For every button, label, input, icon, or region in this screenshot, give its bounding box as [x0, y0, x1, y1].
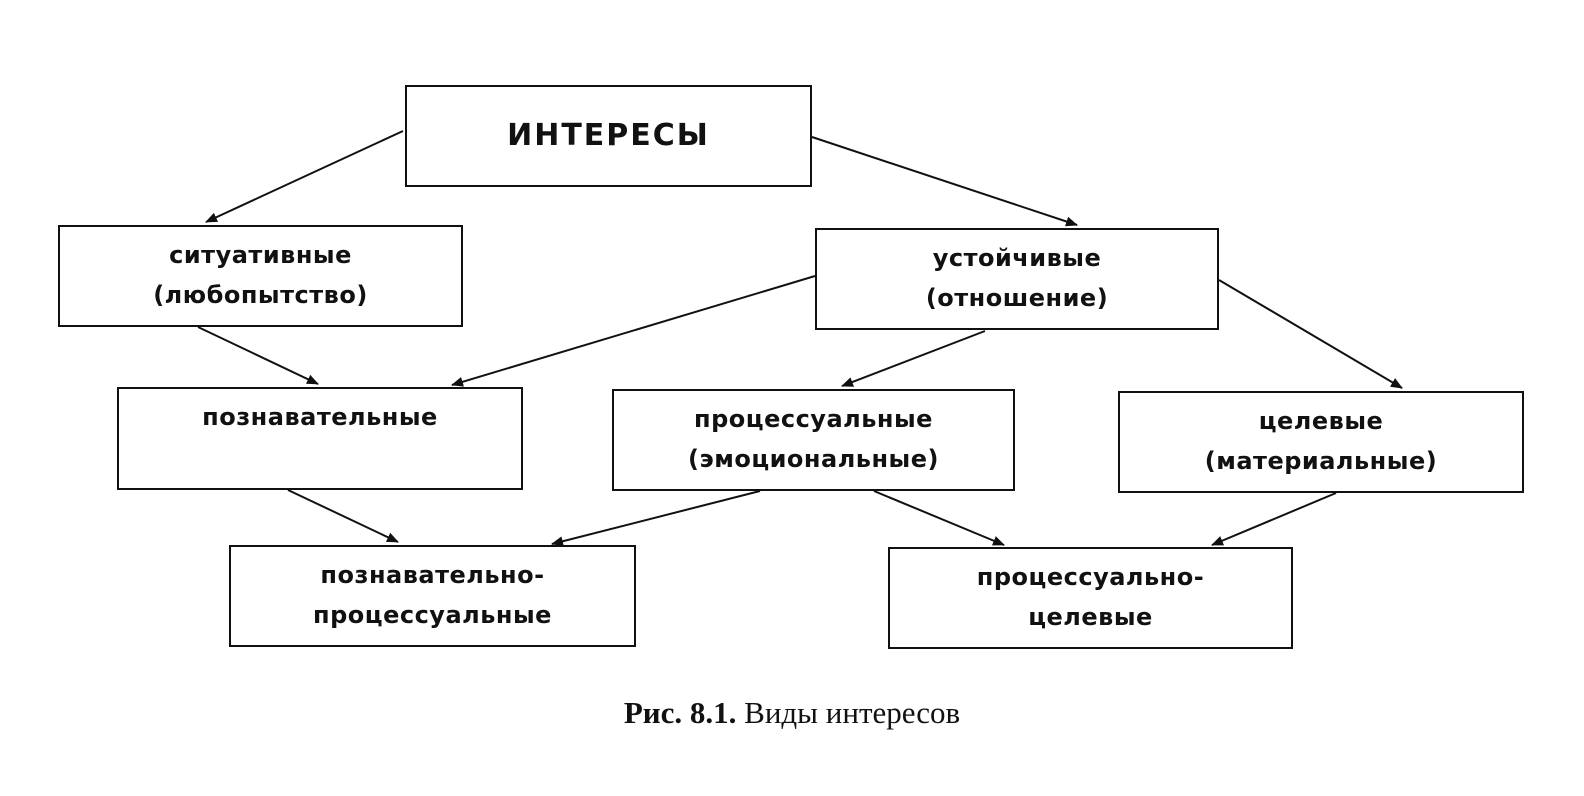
node-label: ситуативные: [169, 241, 352, 269]
node-procedural: процессуальные (эмоциональные): [612, 389, 1015, 491]
figure-caption: Рис. 8.1. Виды интересов: [0, 695, 1584, 731]
arrow-procedural-to-cogproc: [551, 490, 761, 547]
node-sublabel: процессуальные: [313, 601, 552, 629]
node-cognitive: познавательные: [117, 387, 523, 490]
node-label: познавательно-: [320, 561, 545, 589]
arrow-situational-to-cognitive: [197, 326, 319, 385]
node-sublabel: (любопытство): [153, 281, 368, 309]
arrow-stable-to-goal: [1218, 279, 1403, 389]
node-sublabel: (эмоциональные): [688, 445, 939, 473]
node-situational: ситуативные (любопытство): [58, 225, 463, 327]
node-label: ИНТЕРЕСЫ: [507, 118, 710, 153]
arrow-root-to-situational: [205, 130, 404, 223]
node-label: целевые: [1258, 407, 1384, 435]
figure-title: Виды интересов: [736, 695, 961, 730]
node-procedural-goal: процессуально- целевые: [888, 547, 1293, 649]
node-sublabel: целевые: [1028, 603, 1153, 631]
arrow-cognitive-to-cogproc: [287, 489, 399, 543]
arrow-root-to-stable: [811, 136, 1078, 227]
node-label: познавательные: [202, 403, 438, 431]
node-sublabel: (материальные): [1204, 447, 1438, 475]
node-cognitive-procedural: познавательно- процессуальные: [229, 545, 636, 647]
arrow-goal-to-procgoal: [1211, 492, 1337, 546]
node-label: устойчивые: [932, 244, 1102, 272]
arrow-stable-to-cognitive: [451, 275, 816, 387]
arrow-stable-to-procedural: [841, 330, 986, 387]
node-label: процессуально-: [976, 563, 1205, 591]
node-goal: целевые (материальные): [1118, 391, 1524, 493]
node-interests-root: ИНТЕРЕСЫ: [405, 85, 812, 187]
node-sublabel: (отношение): [925, 284, 1109, 312]
arrow-procedural-to-procgoal: [873, 490, 1005, 546]
node-label: процессуальные: [694, 405, 933, 433]
node-stable: устойчивые (отношение): [815, 228, 1219, 330]
figure-number: Рис. 8.1.: [623, 695, 737, 730]
